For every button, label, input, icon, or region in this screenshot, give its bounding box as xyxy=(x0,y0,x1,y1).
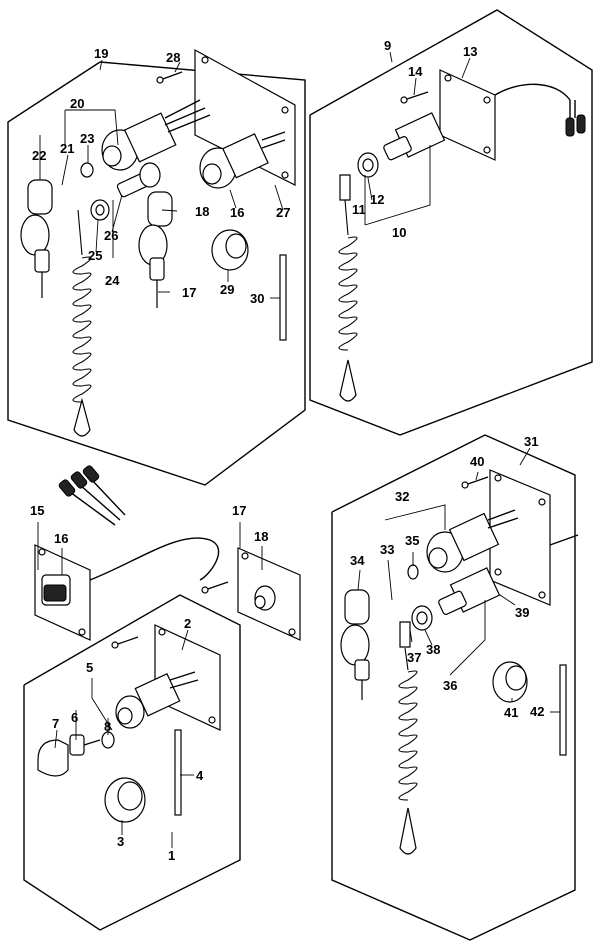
knob-7 xyxy=(37,739,69,777)
callout-41: 41 xyxy=(504,705,518,720)
screw-28 xyxy=(156,71,183,84)
callout-12: 12 xyxy=(370,192,384,207)
lanyard-11 xyxy=(338,174,358,402)
callout-37: 37 xyxy=(407,650,421,665)
group-19-box xyxy=(7,61,306,486)
callout-24: 24 xyxy=(105,273,120,288)
leader-lines xyxy=(37,51,560,848)
cap-3 xyxy=(104,777,146,823)
callout-42: 42 xyxy=(530,704,544,719)
screw-40 xyxy=(461,476,489,489)
callout-26: 26 xyxy=(104,228,118,243)
callout-30: 30 xyxy=(250,291,264,306)
callout-3: 3 xyxy=(117,834,124,849)
panel-plate-13 xyxy=(439,69,586,161)
stop-switch-16 xyxy=(199,131,286,189)
nut-35 xyxy=(407,564,419,580)
key-22 xyxy=(20,179,53,298)
callout-15: 15 xyxy=(30,503,44,518)
callout-11: 11 xyxy=(352,202,366,217)
callout-1: 1 xyxy=(168,848,175,863)
callout-4: 4 xyxy=(196,768,204,783)
cap-29 xyxy=(211,229,249,271)
callout-17b: 17 xyxy=(232,503,246,518)
callout-34: 34 xyxy=(350,553,365,568)
tie-42 xyxy=(559,664,567,756)
callout-10: 10 xyxy=(392,225,406,240)
stop-switch-10 xyxy=(357,112,446,178)
callout-38: 38 xyxy=(426,642,440,657)
tie-4 xyxy=(174,729,182,816)
plug-26 xyxy=(116,162,161,198)
callout-36: 36 xyxy=(443,678,457,693)
callout-32: 32 xyxy=(395,489,409,504)
callout-18a: 18 xyxy=(195,204,209,219)
cap-41 xyxy=(492,661,528,703)
tie-30 xyxy=(279,254,287,341)
group-9-box xyxy=(309,9,593,436)
key-6 xyxy=(69,734,101,756)
callout-28: 28 xyxy=(166,50,180,65)
lanyard-24 xyxy=(72,209,92,437)
callout-16b: 16 xyxy=(54,531,68,546)
panel-plate-39 xyxy=(489,469,579,606)
callout-31: 31 xyxy=(524,434,538,449)
callout-6: 6 xyxy=(71,710,78,725)
callouts: 19 28 20 23 21 22 26 25 24 18 16 27 17 2… xyxy=(30,38,544,863)
callout-2: 2 xyxy=(184,616,191,631)
key-34 xyxy=(340,589,370,700)
screw-2 xyxy=(111,636,139,649)
callout-5: 5 xyxy=(86,660,93,675)
callout-23: 23 xyxy=(80,131,94,146)
nut-25 xyxy=(90,199,110,221)
callout-17a: 17 xyxy=(182,285,196,300)
callout-21: 21 xyxy=(60,141,74,156)
group-31-box xyxy=(331,434,576,941)
screw-17b xyxy=(201,581,229,594)
callout-22: 22 xyxy=(32,148,46,163)
group-1-box xyxy=(23,594,241,931)
key-switch-5 xyxy=(115,671,199,729)
callout-18b: 18 xyxy=(254,529,268,544)
callout-39: 39 xyxy=(515,605,529,620)
callout-9: 9 xyxy=(384,38,391,53)
callout-16a: 16 xyxy=(230,205,244,220)
callout-29: 29 xyxy=(220,282,234,297)
key-17 xyxy=(138,191,173,308)
switch-15 xyxy=(34,465,220,641)
callout-7: 7 xyxy=(52,716,59,731)
callout-25: 25 xyxy=(88,248,102,263)
callout-13: 13 xyxy=(463,44,477,59)
key-switch-32 xyxy=(426,509,519,573)
callout-8: 8 xyxy=(104,719,111,734)
callout-19: 19 xyxy=(94,46,108,61)
callout-33: 33 xyxy=(380,542,394,557)
callout-14: 14 xyxy=(408,64,423,79)
lanyard-37 xyxy=(398,621,418,855)
stop-switch-36 xyxy=(411,567,501,631)
callout-27: 27 xyxy=(276,205,290,220)
screw-14 xyxy=(400,91,429,104)
switch-17 xyxy=(237,547,301,641)
key-switch-20 xyxy=(101,99,211,171)
callout-20: 20 xyxy=(70,96,84,111)
nut-23 xyxy=(80,162,94,178)
panel-plate-27 xyxy=(194,48,296,186)
callout-35: 35 xyxy=(405,533,419,548)
callout-40: 40 xyxy=(470,454,484,469)
